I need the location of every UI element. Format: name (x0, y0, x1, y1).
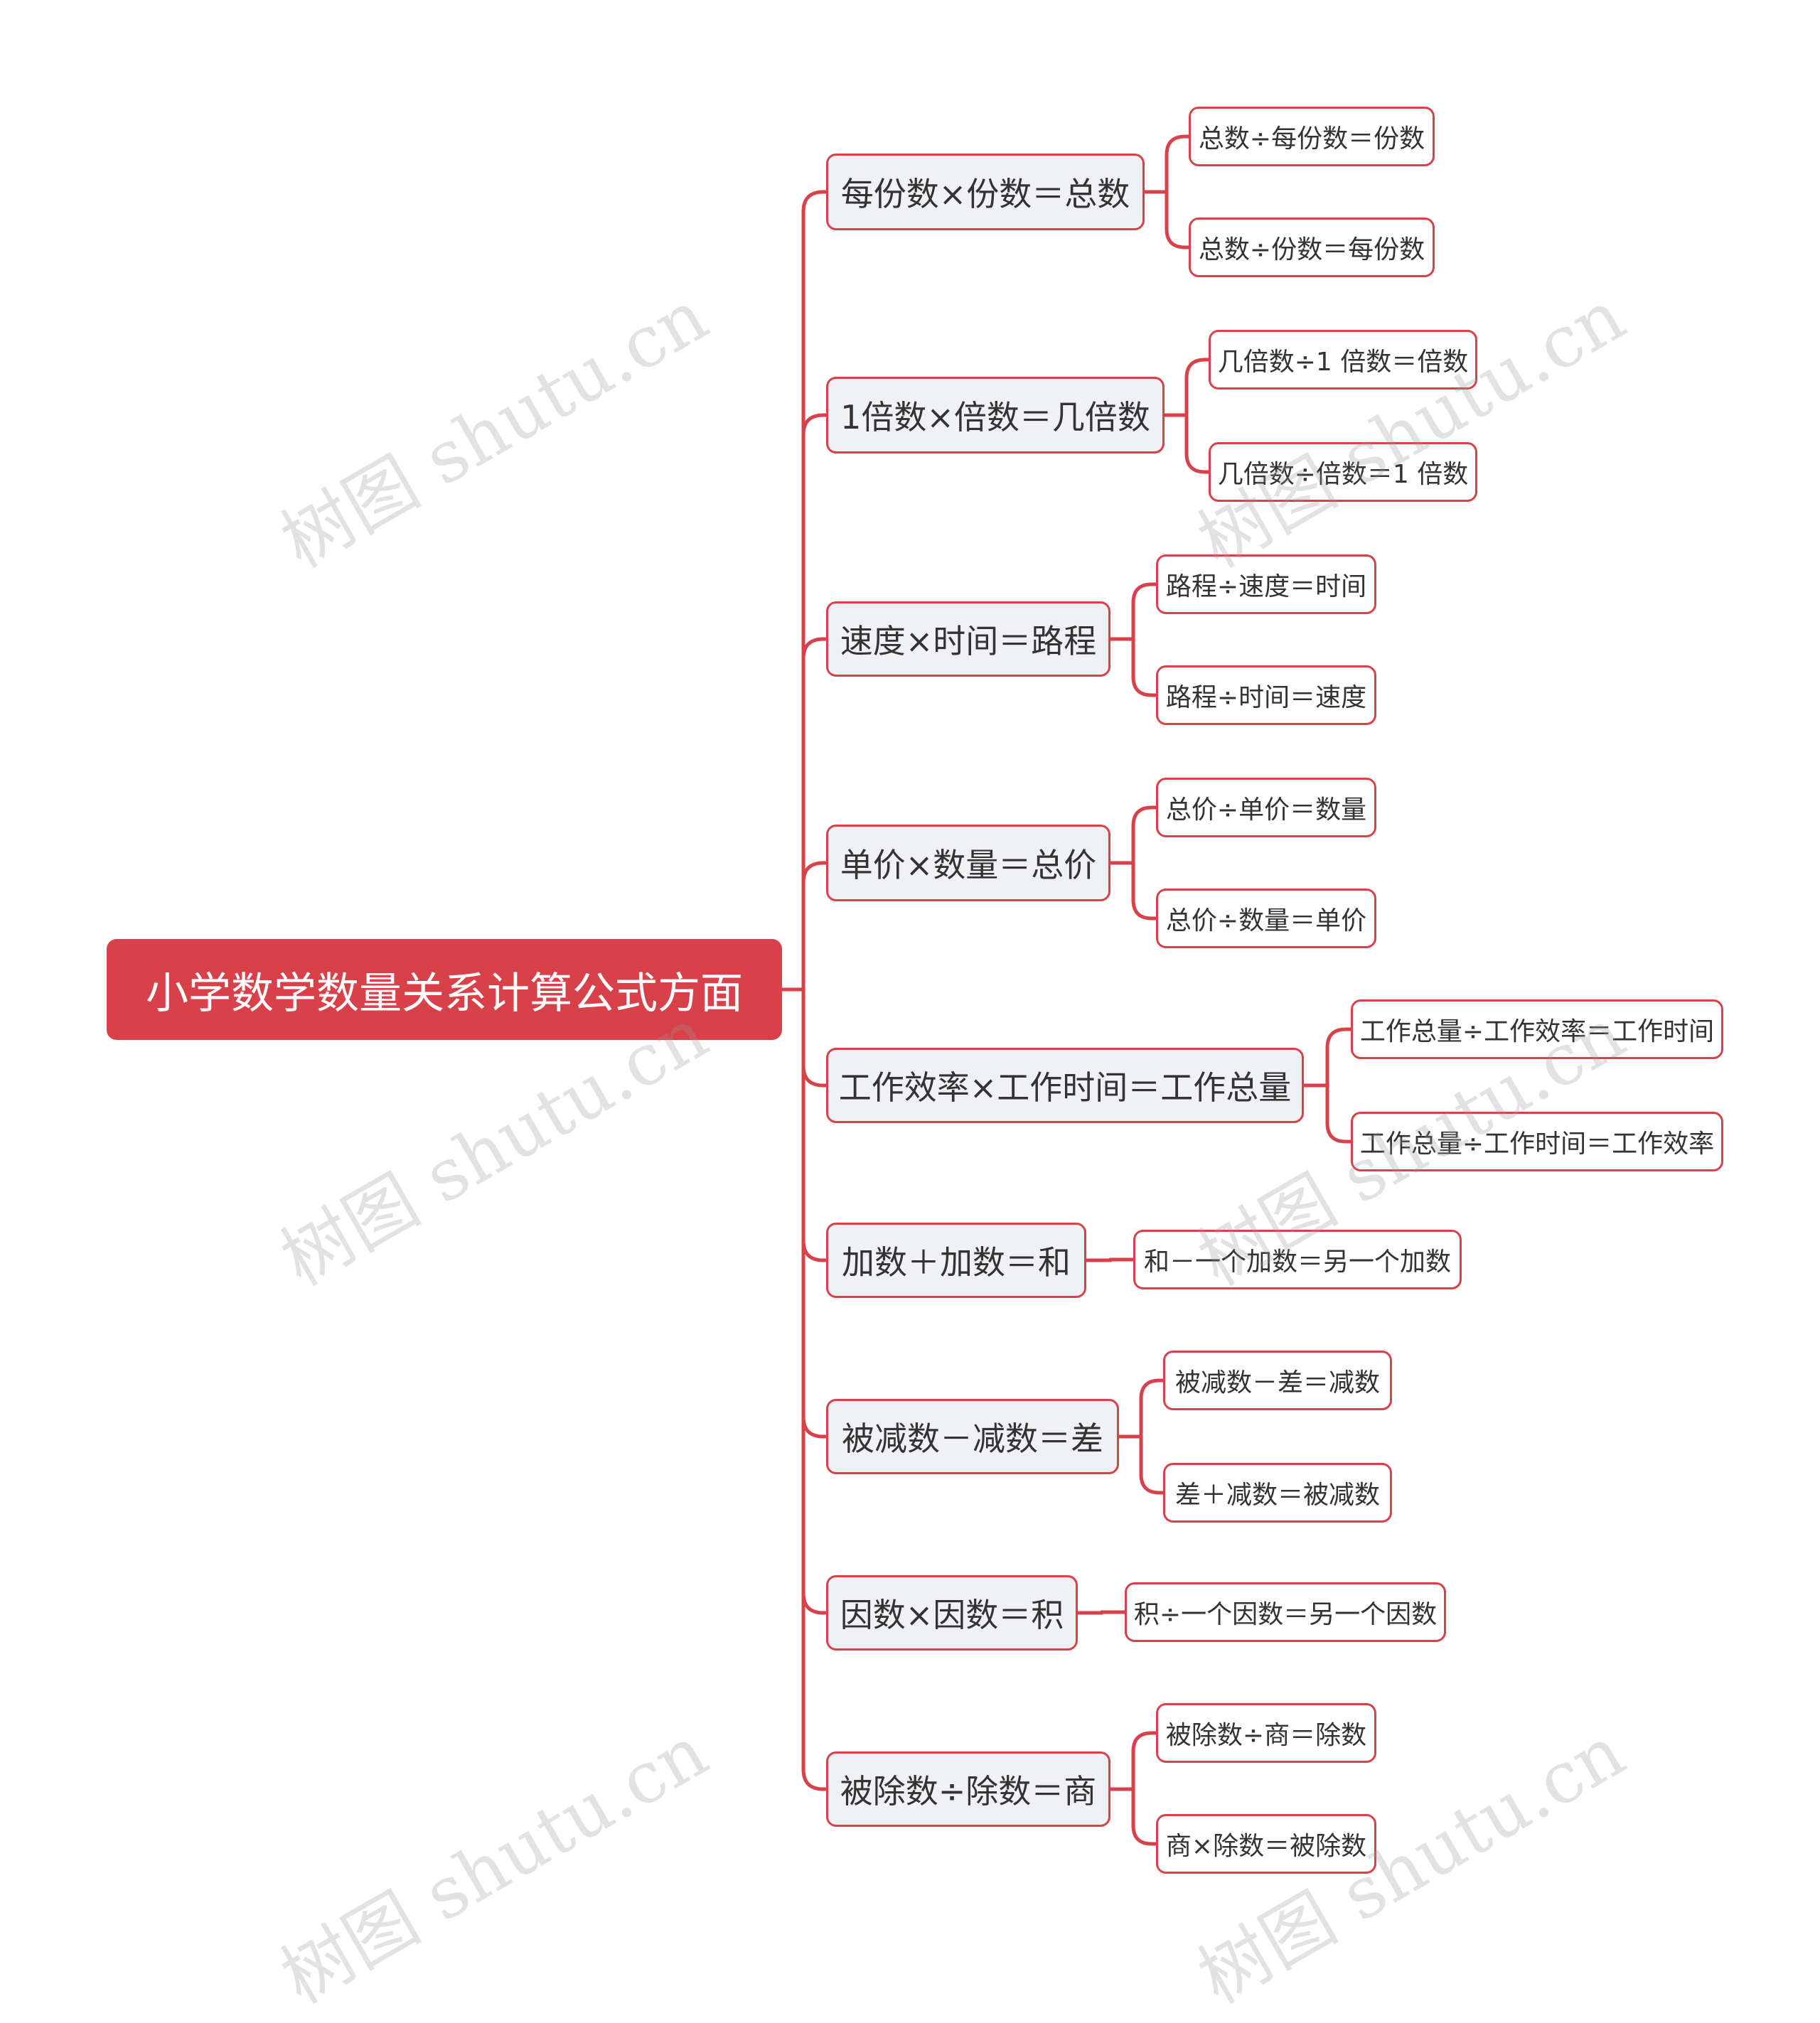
branch-topic[interactable]: 每份数×份数＝总数 (826, 154, 1145, 230)
leaf-topic-label: 几倍数÷倍数＝1 倍数 (1217, 460, 1469, 489)
branch-topic-label: 被减数－减数＝差 (842, 1420, 1103, 1458)
connector-lines (780, 134, 1353, 1846)
leaf-connector (1142, 134, 1191, 194)
leaf-topic[interactable]: 路程÷时间＝速度 (1156, 665, 1376, 725)
leaf-topic[interactable]: 工作总量÷工作时间＝工作效率 (1351, 1112, 1723, 1171)
leaf-connector (1302, 1083, 1353, 1144)
leaf-topic[interactable]: 几倍数÷倍数＝1 倍数 (1209, 442, 1477, 502)
branch-connector (780, 413, 828, 992)
leaf-topic[interactable]: 总数÷份数＝每份数 (1189, 218, 1435, 277)
branch-topic[interactable]: 1倍数×倍数＝几倍数 (826, 377, 1165, 454)
root-topic[interactable]: 小学数学数量关系计算公式方面 (107, 939, 782, 1040)
leaf-topic[interactable]: 总价÷单价＝数量 (1156, 778, 1376, 837)
leaf-topic-label: 路程÷速度＝时间 (1165, 572, 1367, 601)
leaf-topic[interactable]: 被除数÷商＝除数 (1156, 1703, 1376, 1763)
leaf-connector (1108, 637, 1158, 697)
leaf-connector (1117, 1378, 1165, 1439)
leaf-topic[interactable]: 工作总量÷工作效率＝工作时间 (1351, 999, 1723, 1059)
leaf-connector (1108, 582, 1158, 641)
leaf-connector (1302, 1027, 1353, 1088)
leaf-topic-label: 和－一个加数＝另一个加数 (1143, 1247, 1451, 1277)
branch-topic-label: 被除数÷除数＝商 (840, 1772, 1097, 1810)
leaf-topic-label: 总数÷每份数＝份数 (1198, 124, 1425, 154)
root-topic-label: 小学数学数量关系计算公式方面 (146, 968, 743, 1019)
leaf-topic[interactable]: 被减数－差＝减数 (1163, 1351, 1392, 1410)
branch-topic-label: 1倍数×倍数＝几倍数 (840, 398, 1150, 436)
leaf-topic-label: 被除数÷商＝除数 (1165, 1721, 1367, 1750)
leaf-connector (1117, 1434, 1165, 1495)
leaf-connector (1162, 358, 1211, 417)
branch-topic[interactable]: 速度×时间＝路程 (826, 601, 1110, 677)
branch-topic[interactable]: 被除数÷除数＝商 (826, 1751, 1110, 1827)
branch-connector (780, 190, 828, 992)
branch-connector (780, 987, 828, 1791)
leaf-connector (1108, 805, 1158, 865)
branch-topic[interactable]: 因数×因数＝积 (826, 1575, 1078, 1651)
branch-connector (780, 861, 828, 992)
branch-topic-label: 每份数×份数＝总数 (840, 175, 1130, 213)
leaf-topic[interactable]: 差＋减数＝被减数 (1163, 1463, 1392, 1523)
leaf-topic-label: 总价÷单价＝数量 (1165, 795, 1367, 825)
branch-topic-label: 工作效率×工作时间＝工作总量 (838, 1068, 1292, 1107)
leaf-topic[interactable]: 商×除数＝被除数 (1156, 1814, 1376, 1874)
leaf-topic[interactable]: 积÷一个因数＝另一个因数 (1125, 1582, 1446, 1642)
leaf-topic[interactable]: 总价÷数量＝单价 (1156, 889, 1376, 948)
leaf-topic-label: 路程÷时间＝速度 (1165, 683, 1367, 712)
branch-topic[interactable]: 加数＋加数＝和 (826, 1223, 1086, 1298)
branch-topic-label: 加数＋加数＝和 (842, 1243, 1071, 1282)
leaf-topic-label: 积÷一个因数＝另一个因数 (1133, 1600, 1438, 1629)
leaf-connector (1108, 861, 1158, 921)
leaf-topic-label: 被减数－差＝减数 (1174, 1368, 1380, 1397)
leaf-topic[interactable]: 路程÷速度＝时间 (1156, 554, 1376, 614)
leaf-topic-label: 工作总量÷工作时间＝工作效率 (1359, 1129, 1715, 1159)
leaf-topic[interactable]: 和－一个加数＝另一个加数 (1133, 1230, 1462, 1289)
leaf-topic-label: 几倍数÷1 倍数＝倍数 (1217, 348, 1469, 377)
leaf-topic[interactable]: 总数÷每份数＝份数 (1189, 107, 1435, 166)
leaf-connector (1108, 1731, 1158, 1791)
branch-topic-label: 因数×因数＝积 (840, 1596, 1064, 1634)
leaf-connector (1108, 1787, 1158, 1846)
leaf-topic-label: 商×除数＝被除数 (1165, 1832, 1367, 1861)
branch-topic-label: 速度×时间＝路程 (840, 622, 1097, 660)
leaf-connector (1076, 1610, 1127, 1615)
branch-topic[interactable]: 工作效率×工作时间＝工作总量 (826, 1048, 1304, 1123)
branch-topic-label: 单价×数量＝总价 (840, 846, 1097, 884)
leaf-topic-label: 工作总量÷工作效率＝工作时间 (1359, 1017, 1715, 1046)
branch-topic[interactable]: 单价×数量＝总价 (826, 825, 1110, 901)
leaf-topic-label: 差＋减数＝被减数 (1174, 1481, 1380, 1510)
leaf-topic-label: 总价÷数量＝单价 (1165, 906, 1367, 935)
branch-topic[interactable]: 被减数－减数＝差 (826, 1399, 1119, 1474)
leaf-connector (1142, 190, 1191, 249)
leaf-connector (1162, 413, 1211, 474)
leaf-topic[interactable]: 几倍数÷1 倍数＝倍数 (1209, 330, 1477, 390)
branch-connector (780, 637, 828, 992)
leaf-topic-label: 总数÷份数＝每份数 (1198, 235, 1425, 264)
